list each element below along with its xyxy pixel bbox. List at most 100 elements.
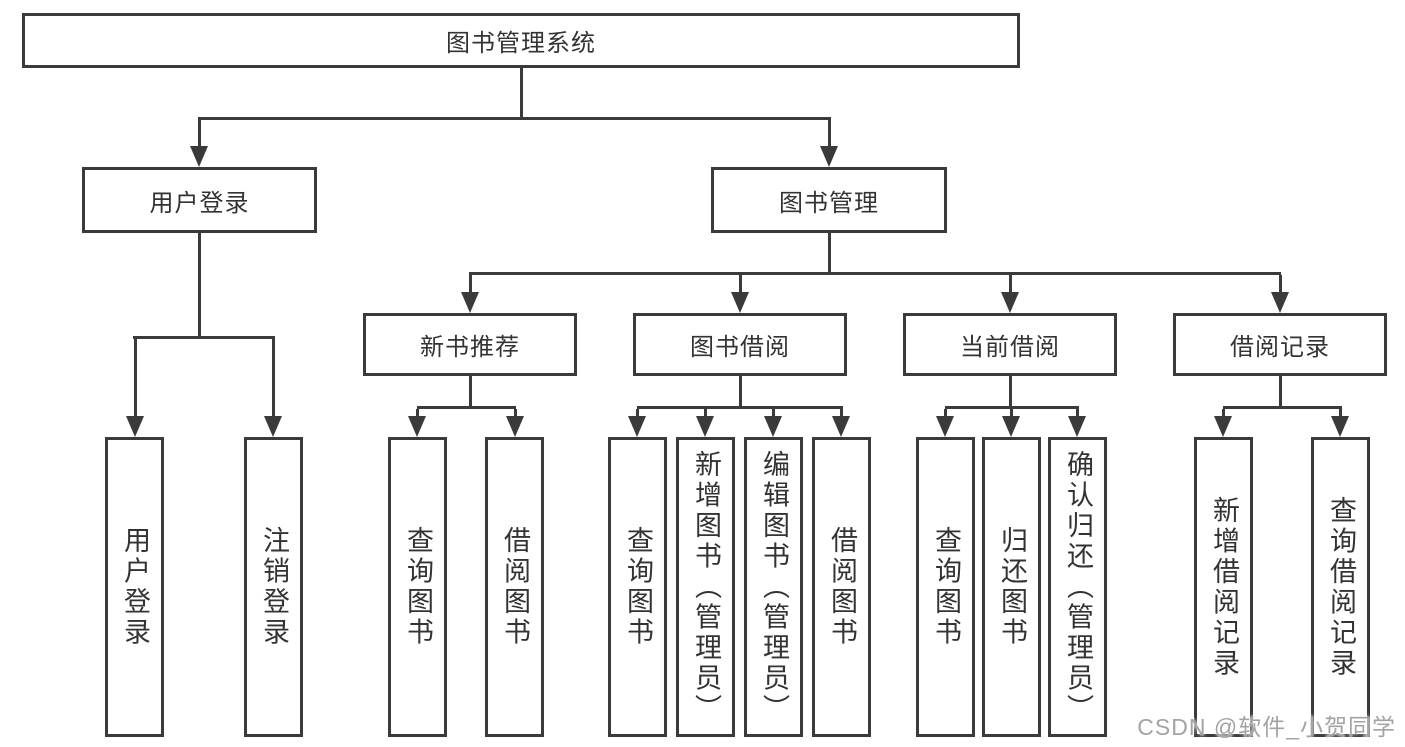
node-label: 确认归还（管理员） bbox=[1063, 449, 1093, 725]
node-label: 借阅图书 bbox=[827, 526, 857, 648]
arrow-connector bbox=[628, 409, 646, 437]
arrow-shaft bbox=[703, 409, 707, 420]
arrowhead-down-icon bbox=[506, 416, 524, 437]
arrowhead-down-icon bbox=[126, 416, 144, 437]
arrow-connector bbox=[190, 120, 208, 167]
leaf-user-login: 用户登录 bbox=[105, 437, 164, 737]
leaf-borrow-borrow-books: 借阅图书 bbox=[812, 437, 871, 737]
connector-line bbox=[520, 68, 523, 117]
node-label: 用户登录 bbox=[120, 526, 150, 648]
node-label: 注销登录 bbox=[259, 526, 289, 648]
node-current-borrow: 当前借阅 bbox=[903, 313, 1117, 376]
node-book-management: 图书管理 bbox=[711, 167, 947, 233]
leaf-current-return-books: 归还图书 bbox=[982, 437, 1041, 737]
connector-line bbox=[637, 406, 843, 409]
connector-line bbox=[469, 272, 1281, 275]
arrow-shaft bbox=[635, 409, 639, 420]
arrow-shaft bbox=[1338, 409, 1342, 420]
node-label: 图书管理系统 bbox=[446, 30, 596, 57]
arrow-shaft bbox=[468, 275, 472, 296]
arrow-connector bbox=[731, 275, 749, 313]
arrowhead-down-icon bbox=[190, 146, 208, 167]
leaf-current-query-books: 查询图书 bbox=[916, 437, 975, 737]
connector-line bbox=[198, 117, 831, 120]
node-label: 归还图书 bbox=[997, 526, 1027, 648]
arrow-shaft bbox=[827, 120, 831, 150]
arrow-shaft bbox=[738, 275, 742, 296]
connector-line bbox=[739, 376, 742, 406]
leaf-logout-login: 注销登录 bbox=[244, 437, 303, 737]
leaf-newbook-query-books: 查询图书 bbox=[388, 437, 447, 737]
node-label: 查询图书 bbox=[623, 526, 653, 648]
csdn-watermark: CSDN @软件_小贺同学 bbox=[1137, 714, 1396, 740]
node-user-login: 用户登录 bbox=[82, 167, 317, 233]
arrowhead-down-icon bbox=[820, 146, 838, 167]
node-label: 查询图书 bbox=[931, 526, 961, 648]
connector-line bbox=[198, 233, 201, 336]
node-new-book-recommend: 新书推荐 bbox=[363, 313, 577, 376]
arrow-connector bbox=[832, 409, 850, 437]
arrowhead-down-icon bbox=[264, 416, 282, 437]
arrowhead-down-icon bbox=[1331, 416, 1349, 437]
node-label: 新书推荐 bbox=[420, 334, 520, 361]
arrow-connector bbox=[1068, 409, 1086, 437]
node-label: 当前借阅 bbox=[960, 334, 1060, 361]
arrow-connector bbox=[820, 120, 838, 167]
leaf-borrow-add-books-admin: 新增图书（管理员） bbox=[676, 437, 735, 737]
arrowhead-down-icon bbox=[1068, 416, 1086, 437]
node-label: 新增借阅记录 bbox=[1209, 495, 1239, 679]
arrowhead-down-icon bbox=[936, 416, 954, 437]
arrow-connector bbox=[1271, 275, 1289, 313]
arrow-connector bbox=[506, 409, 524, 437]
node-label: 用户登录 bbox=[149, 189, 250, 217]
arrow-shaft bbox=[271, 339, 275, 420]
arrowhead-down-icon bbox=[696, 416, 714, 437]
leaf-records-add-record: 新增借阅记录 bbox=[1194, 437, 1253, 737]
arrowhead-down-icon bbox=[1001, 292, 1019, 313]
leaf-borrow-query-books: 查询图书 bbox=[608, 437, 667, 737]
arrow-shaft bbox=[1221, 409, 1225, 420]
connector-line bbox=[133, 336, 275, 339]
leaf-records-query-record: 查询借阅记录 bbox=[1311, 437, 1370, 737]
arrow-connector bbox=[936, 409, 954, 437]
arrowhead-down-icon bbox=[731, 292, 749, 313]
node-borrow-records: 借阅记录 bbox=[1173, 313, 1387, 376]
node-book-borrow: 图书借阅 bbox=[633, 313, 847, 376]
arrow-shaft bbox=[771, 409, 775, 420]
leaf-current-confirm-return-admin: 确认归还（管理员） bbox=[1048, 437, 1107, 737]
arrowhead-down-icon bbox=[1214, 416, 1232, 437]
arrowhead-down-icon bbox=[832, 416, 850, 437]
arrow-connector bbox=[1214, 409, 1232, 437]
arrow-shaft bbox=[839, 409, 843, 420]
arrow-shaft bbox=[513, 409, 517, 420]
arrow-connector bbox=[126, 339, 144, 437]
node-label: 图书管理 bbox=[779, 189, 879, 217]
arrowhead-down-icon bbox=[461, 292, 479, 313]
arrow-shaft bbox=[943, 409, 947, 420]
connector-line bbox=[828, 233, 831, 272]
arrow-connector bbox=[1002, 409, 1020, 437]
leaf-borrow-edit-books-admin: 编辑图书（管理员） bbox=[744, 437, 803, 737]
arrow-shaft bbox=[415, 409, 419, 420]
node-label: 新增图书（管理员） bbox=[691, 449, 721, 725]
arrow-connector bbox=[408, 409, 426, 437]
arrow-shaft bbox=[1278, 275, 1282, 296]
node-label: 查询借阅记录 bbox=[1326, 495, 1356, 679]
arrow-shaft bbox=[1075, 409, 1079, 420]
arrow-shaft bbox=[1008, 275, 1012, 296]
node-label: 借阅记录 bbox=[1230, 334, 1330, 361]
connector-line bbox=[945, 406, 1079, 409]
node-label: 借阅图书 bbox=[500, 526, 530, 648]
leaf-newbook-borrow-books: 借阅图书 bbox=[485, 437, 544, 737]
connector-line bbox=[1279, 376, 1282, 406]
arrowhead-down-icon bbox=[1271, 292, 1289, 313]
node-label: 查询图书 bbox=[403, 526, 433, 648]
arrowhead-down-icon bbox=[1002, 416, 1020, 437]
connector-line bbox=[1009, 376, 1012, 406]
arrow-connector bbox=[461, 275, 479, 313]
connector-line bbox=[1223, 406, 1342, 409]
arrow-connector bbox=[264, 339, 282, 437]
arrowhead-down-icon bbox=[408, 416, 426, 437]
arrowhead-down-icon bbox=[628, 416, 646, 437]
